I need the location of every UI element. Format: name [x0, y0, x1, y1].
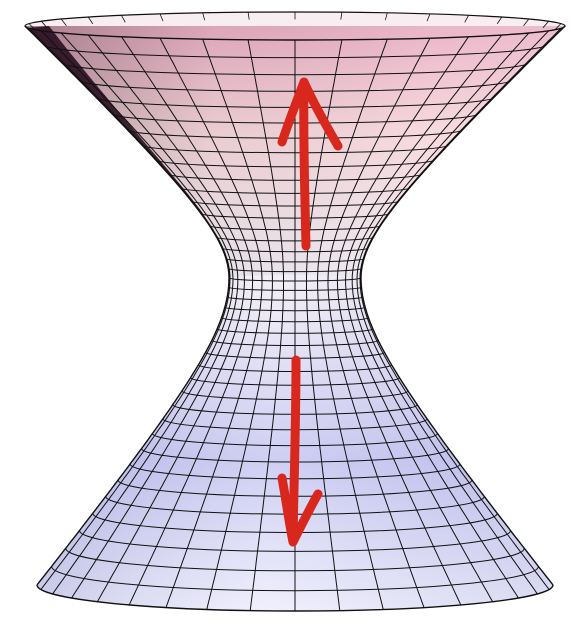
mesh-meridian	[336, 36, 470, 606]
mesh-meridian	[40, 30, 234, 595]
mesh-meridian	[356, 30, 550, 595]
arrows	[277, 77, 343, 547]
top-rim-tick	[60, 18, 67, 26]
top-rim-tick	[87, 16, 94, 25]
bottom-rim	[36, 584, 554, 612]
top-rim-tick	[202, 12, 206, 21]
top-rim-tick	[542, 20, 550, 28]
mesh-meridian	[87, 34, 245, 602]
mesh-meridian	[120, 36, 254, 606]
upward-arrow-head	[277, 77, 343, 151]
mesh-meridian	[247, 39, 284, 611]
left-silhouette	[24, 25, 230, 586]
mesh-meridian	[159, 37, 263, 608]
right-silhouette	[360, 25, 566, 586]
mesh-meridian	[327, 37, 431, 608]
top-rim-tick	[247, 12, 250, 20]
top-rim-tick	[554, 23, 562, 31]
downward-arrow-head	[277, 473, 323, 547]
mesh-meridian	[351, 32, 530, 599]
top-rim-tick	[496, 16, 503, 25]
top-rim-tick	[121, 15, 126, 23]
mesh-meridian	[345, 34, 503, 602]
top-rim-tick	[426, 13, 431, 22]
mesh-meridian	[60, 32, 239, 599]
downward-arrow-shaft	[288, 355, 301, 545]
mesh-meridian	[28, 28, 231, 590]
mesh-meridian	[202, 39, 273, 610]
top-rim-tick	[523, 18, 530, 26]
top-rim-tick	[28, 23, 36, 31]
top-rim-tick	[464, 15, 469, 23]
top-rim-tick	[340, 12, 343, 20]
mesh-meridian	[317, 39, 388, 610]
top-rim	[24, 25, 566, 41]
upward-arrow	[277, 77, 343, 251]
mesh-grid	[24, 11, 566, 611]
upward-arrow-shaft	[299, 79, 311, 251]
outline	[24, 25, 566, 612]
mesh-meridian	[359, 28, 562, 590]
top-rim-tick	[384, 12, 388, 21]
downward-arrow	[277, 355, 323, 547]
top-rim-tick	[159, 13, 164, 22]
top-rim-tick	[40, 20, 48, 28]
